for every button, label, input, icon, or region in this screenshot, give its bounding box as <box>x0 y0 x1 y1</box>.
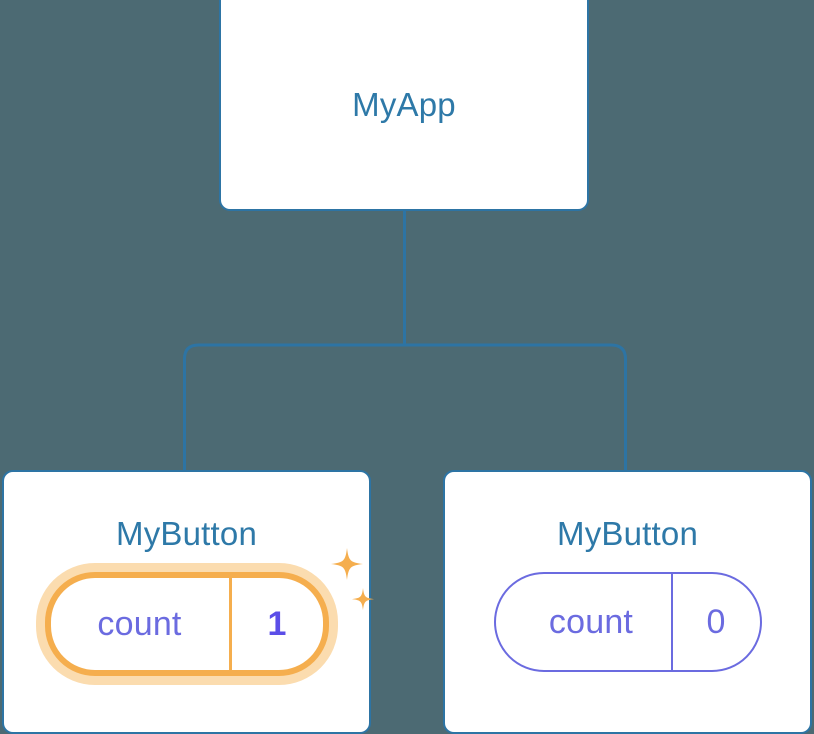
node-title-mybutton-left: MyButton <box>116 515 257 552</box>
node-myapp[interactable]: MyApp <box>219 0 589 211</box>
state-pill-right[interactable]: count 0 <box>493 572 762 672</box>
sparkle-small-icon <box>351 588 374 611</box>
state-value-right: 0 <box>670 574 760 670</box>
state-key-right: count <box>548 603 634 641</box>
node-title-mybutton-right: MyButton <box>557 515 698 552</box>
state-pill-wrap-right: count 0 <box>493 572 762 672</box>
state-key-left: count <box>97 605 182 643</box>
node-title-myapp: MyApp <box>352 86 456 123</box>
connector-child-bus <box>183 343 627 470</box>
state-pill-wrap-left: count 1 <box>44 548 374 676</box>
state-pill-left[interactable]: count 1 <box>44 572 329 676</box>
node-mybutton-right[interactable]: MyButton count 0 <box>443 470 812 734</box>
sparkle-large-icon <box>330 548 363 580</box>
state-value-left: 1 <box>228 578 323 670</box>
node-mybutton-left[interactable]: MyButton count 1 <box>2 470 374 734</box>
